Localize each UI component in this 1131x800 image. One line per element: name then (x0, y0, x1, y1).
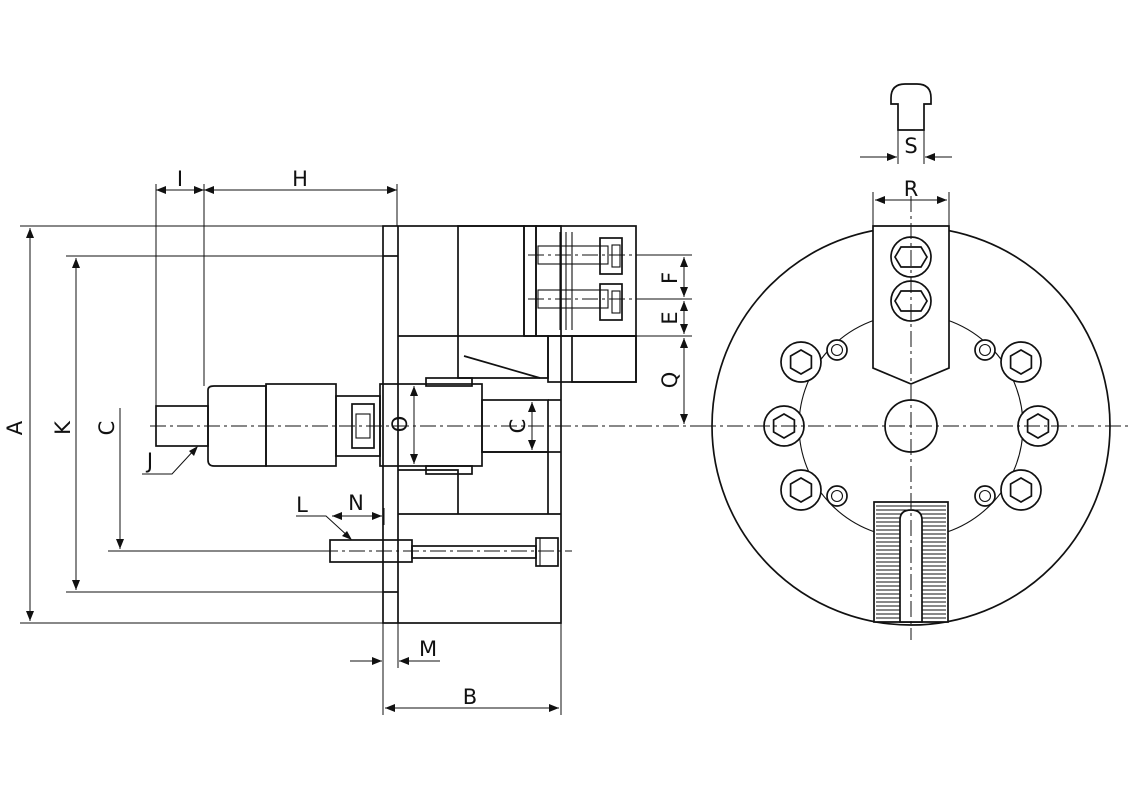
label-C-right: C (506, 419, 530, 434)
pin-hole-1 (826, 339, 848, 361)
side-view (20, 184, 700, 715)
upper-jaw (528, 225, 640, 383)
jaw-insert (890, 83, 932, 131)
mounting-bolt (322, 537, 572, 567)
label-B: B (463, 685, 477, 709)
draw-tube (155, 377, 549, 475)
label-J: J (145, 449, 153, 473)
dimension-labels: A K C O C F E Q I H J L N M B R S (3, 134, 918, 709)
label-M: M (419, 637, 437, 661)
bolt-pattern (763, 339, 1059, 511)
socket-screw-5 (780, 469, 822, 511)
pin-hole-3 (826, 485, 848, 507)
label-H: H (292, 167, 308, 191)
label-E: E (658, 311, 682, 324)
pin-hole-4 (974, 485, 996, 507)
label-F: F (658, 272, 682, 284)
label-N: N (348, 491, 364, 515)
label-Q: Q (658, 372, 682, 389)
label-O: O (388, 416, 412, 433)
socket-screw-2 (1000, 341, 1042, 383)
jaw-housing (457, 225, 525, 337)
label-I: I (177, 167, 183, 191)
socket-screw-6 (1000, 469, 1042, 511)
label-K: K (51, 420, 75, 435)
label-R: R (904, 177, 919, 201)
label-L: L (296, 493, 308, 517)
front-view (700, 83, 1128, 640)
pin-hole-2 (974, 339, 996, 361)
label-A: A (3, 420, 27, 435)
socket-screw-1 (780, 341, 822, 383)
label-C-left: C (95, 421, 119, 436)
label-S: S (904, 134, 917, 158)
